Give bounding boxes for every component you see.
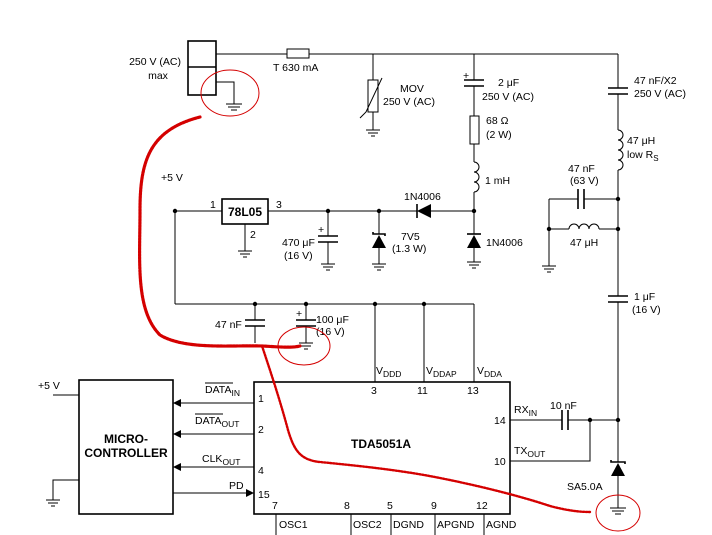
tx-out-label: TXOUT [514,445,545,459]
capacitor-10nf [561,410,569,430]
data-in-label: DATAIN [205,384,240,398]
resistor-value: 68 Ω [486,115,509,127]
ground-symbol-mains [226,103,242,111]
pin1-label: 1 [258,393,264,405]
pin4-label: 4 [258,465,264,477]
pin7-label: 7 [272,500,278,512]
cap-2uf-value: 2 μF [498,77,519,89]
tvs-label: SA5.0A [567,481,603,493]
plus5v-top-label: +5 V [161,172,183,184]
cap-1uf-value: 1 μF [634,291,655,303]
ground-symbol-regulator [238,250,252,258]
pin10-label: 10 [494,456,506,468]
vddd-label: VDDD [376,365,401,379]
mains-connector [187,40,217,96]
reg-pin1: 1 [210,199,216,211]
inductor-47uh-parallel [568,223,600,230]
mcu-line1: MICRO- [104,432,148,446]
plus5v-mcu-label: +5 V [38,380,60,392]
regulator-label: 78L05 [228,205,262,219]
red-annotations [138,69,641,532]
chip-tda5051a [253,381,511,515]
cap-100-value: 100 μF [316,314,349,326]
vddap-label: VDDAP [426,365,457,379]
chip-label: TDA5051A [351,437,411,451]
diode-1n4006-right [467,233,481,248]
clk-out-label: CLKOUT [202,453,240,467]
svg-text:+: + [318,224,324,236]
ground-symbol-470uf [321,263,335,271]
vdda-label: VDDA [477,365,502,379]
inductor-1mh-label: 1 mH [485,175,510,187]
zener-power: (1.3 W) [392,243,426,255]
ind-47uh-value: 47 μH [627,135,655,147]
inductor-47uh-low-rs [617,129,624,171]
mains-voltage-label: 250 V (AC) [129,56,181,68]
fuse [286,48,310,59]
rx-in-label: RXIN [514,404,537,418]
cap-470-rating: (16 V) [284,250,313,262]
resistor-68ohm [469,115,480,145]
diode-right-label: 1N4006 [486,237,523,249]
pin5-label: 5 [387,500,393,512]
tvs-diode [610,460,626,476]
x2-value: 47 nF/X2 [634,75,677,87]
mcu-line2: CONTROLLER [84,446,168,460]
ground-symbol-decoupling [299,342,313,350]
cap-47nf-value: 47 nF [568,163,595,175]
capacitor-1uf [608,295,628,303]
ground-symbol-filter [542,265,556,273]
ground-symbol-diode [467,261,481,269]
pd-label: PD [229,480,244,492]
reg-pin2: 2 [250,229,256,241]
ground-symbol-zener [372,263,386,271]
pin13-label: 13 [467,385,479,397]
ground-symbol-mov [366,129,380,137]
osc2-label: OSC2 [353,519,382,531]
cap-1uf-rating: (16 V) [632,304,661,316]
osc1-label: OSC1 [279,519,308,531]
pin14-label: 14 [494,415,506,427]
cap-10nf-label: 10 nF [550,400,577,412]
pin11-label: 11 [417,385,428,397]
pin9-label: 9 [431,500,437,512]
ground-symbol-mcu [46,499,60,507]
cap-2uf-rating: 250 V (AC) [482,91,534,103]
cap-47nf-rating: (63 V) [570,175,599,187]
mov-name-label: MOV [400,83,424,95]
pin2-label: 2 [258,424,264,436]
ind-47uh-b-label: 47 μH [570,237,598,249]
pin8-label: 8 [344,500,350,512]
data-out-label: DATAOUT [195,415,239,429]
reg-pin3: 3 [276,199,282,211]
mov-rating-label: 250 V (AC) [383,96,435,108]
cap-100-rating: (16 V) [316,326,345,338]
inductor-1mh [473,161,480,193]
apgnd-label: APGND [437,519,475,531]
fuse-label: T 630 mA [273,62,318,74]
x2-rating: 250 V (AC) [634,88,686,100]
mains-max-label: max [148,70,169,82]
svg-text:+: + [463,70,469,82]
resistor-power: (2 W) [486,129,512,141]
ind-47uh-note: low RS [627,149,659,163]
cap-47nf-b-label: 47 nF [215,319,242,331]
pin15-label: 15 [258,489,270,501]
cap-470-value: 470 μF [282,237,315,249]
microcontroller-block [78,379,174,515]
dgnd-label: DGND [393,519,424,531]
capacitor-47nf-decoupling [245,319,265,327]
zener-7v5 [372,232,386,248]
capacitor-47nf-63v [577,189,585,209]
agnd-label: AGND [486,519,517,531]
diode-top-label: 1N4006 [404,191,441,203]
pin12-label: 12 [476,500,488,512]
pin3-label: 3 [371,385,377,397]
zener-value: 7V5 [401,231,420,243]
svg-text:+: + [296,308,302,320]
diode-1n4006-top [416,204,431,218]
capacitor-47nf-x2 [608,87,628,95]
ground-symbol-tvs [610,507,626,515]
